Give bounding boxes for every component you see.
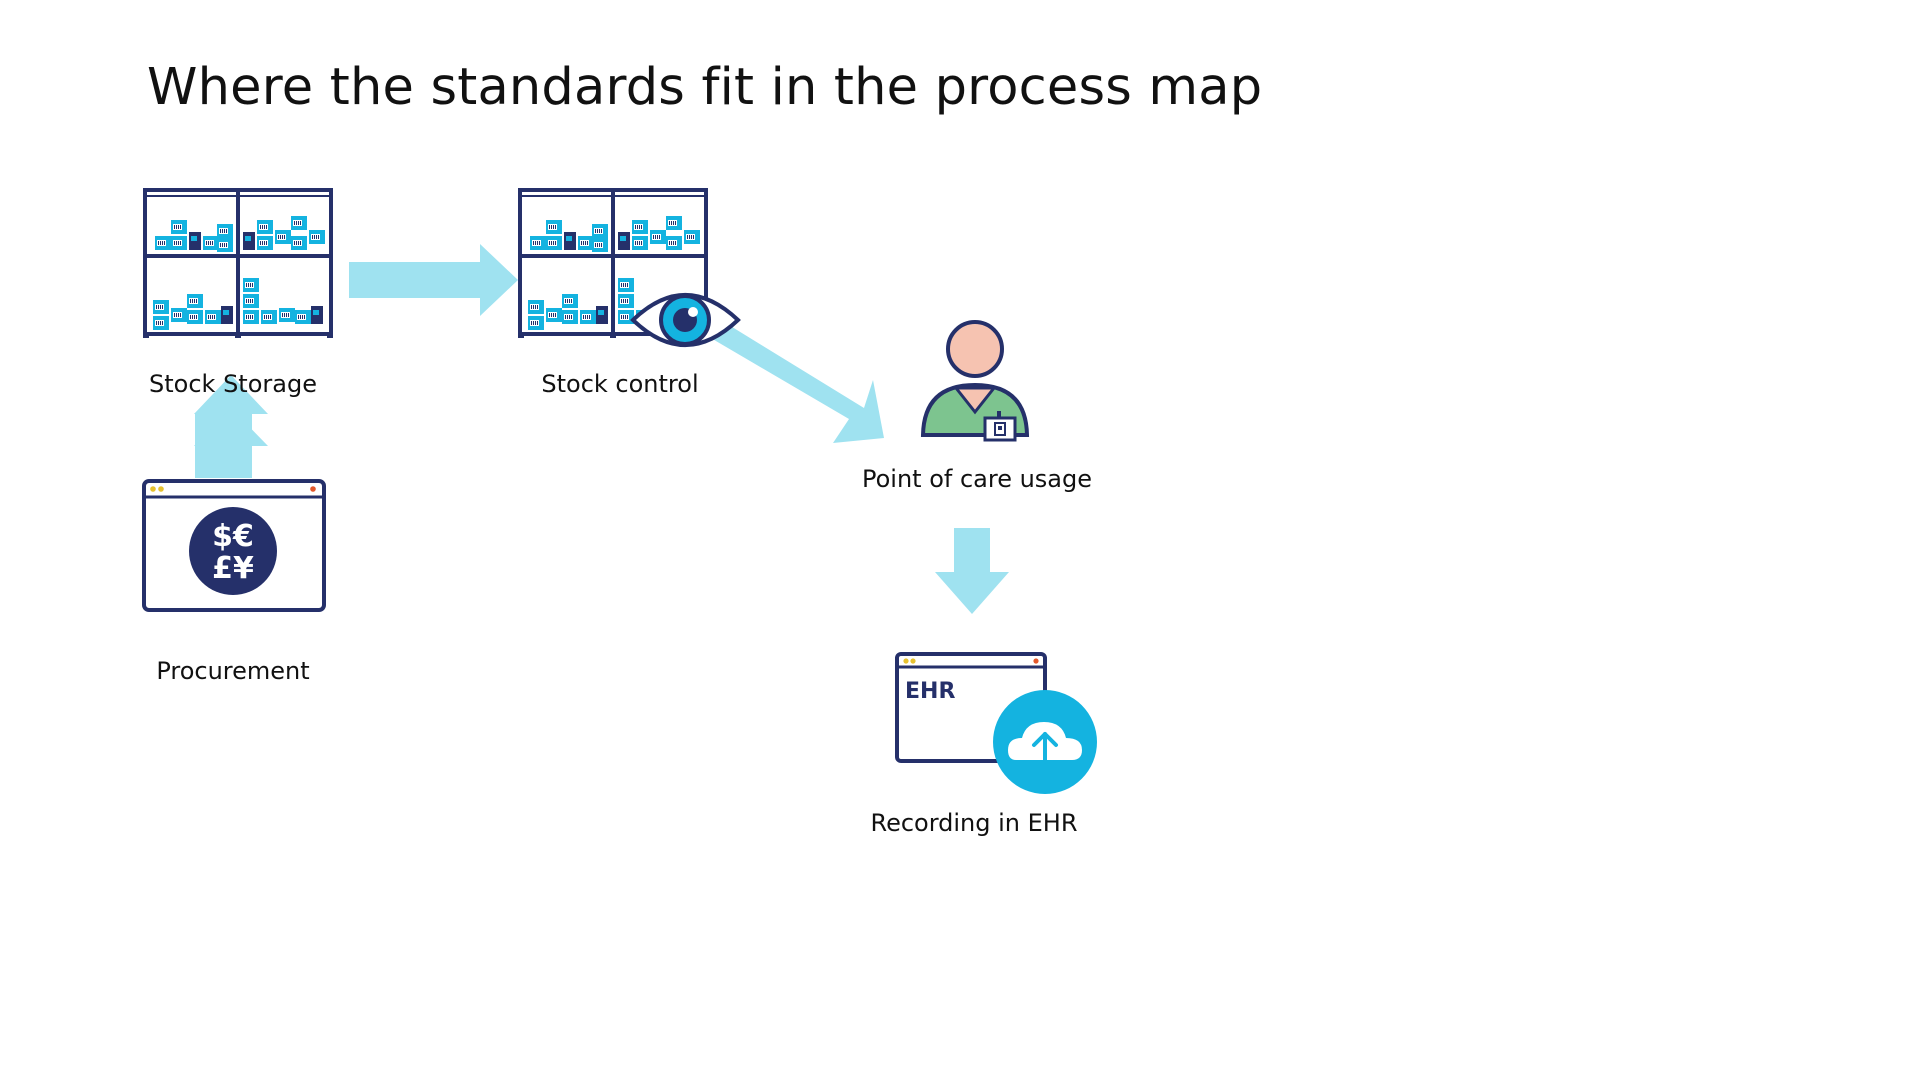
page-title: Where the standards fit in the process m… (147, 58, 1263, 117)
currency-symbols-bottom: £¥ (212, 551, 254, 586)
ehr-node: EHR Recording in EHR (870, 652, 1097, 837)
procurement-label: Procurement (156, 657, 309, 685)
arrow-down (935, 528, 1009, 614)
procurement-node: $€ £¥ Procurement (142, 479, 326, 685)
ehr-label: Recording in EHR (870, 809, 1077, 837)
clinician-with-scanner-icon (920, 320, 1030, 442)
arrow-right (349, 244, 518, 316)
arrow-up-head (194, 408, 268, 446)
eye-icon (630, 293, 741, 347)
currency-symbols-top: $€ (212, 519, 254, 554)
point-of-care-node: Point of care usage (862, 320, 1092, 493)
stock-storage-label: Stock Storage (149, 370, 317, 398)
stock-control-node: Stock control (518, 190, 741, 398)
warehouse-shelves-icon (143, 190, 333, 338)
point-of-care-label: Point of care usage (862, 465, 1092, 493)
arrow-diagonal (690, 302, 884, 443)
currency-window-icon: $€ £¥ (142, 479, 326, 612)
ehr-cloud-upload-icon: EHR (895, 652, 1097, 794)
ehr-window-text: EHR (905, 679, 955, 704)
stock-control-label: Stock control (541, 370, 698, 398)
stock-storage-node: Stock Storage (143, 190, 333, 398)
